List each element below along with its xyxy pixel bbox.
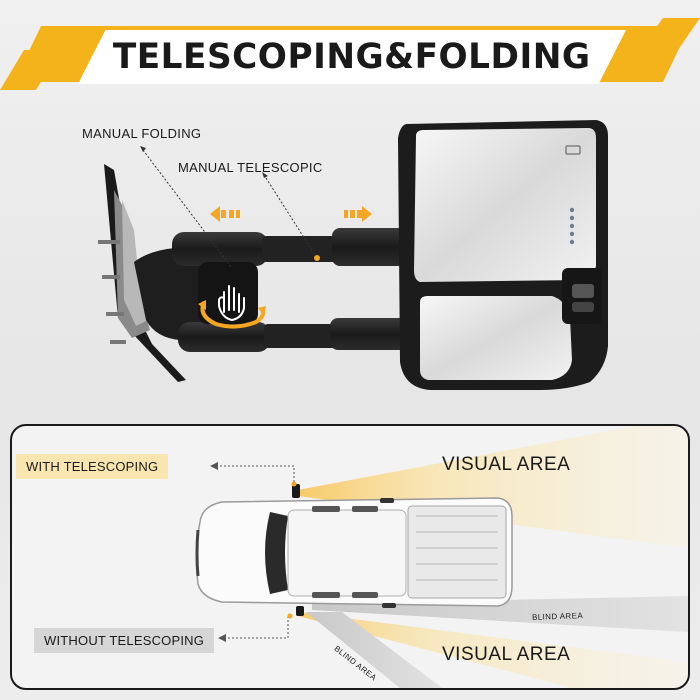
mirror-head	[398, 120, 608, 390]
pickup-truck-top-view	[195, 481, 513, 619]
folding-leader-line	[142, 149, 233, 269]
visual-area-bottom-label: VISUAL AREA	[442, 644, 571, 665]
manual-telescopic-label: MANUAL TELESCOPIC	[178, 160, 323, 175]
manual-folding-label: MANUAL FOLDING	[82, 126, 202, 141]
rotate-icon	[198, 300, 266, 329]
visual-area-top-label: VISUAL AREA	[442, 454, 571, 475]
upper-telescopic-arm	[172, 228, 408, 266]
lower-telescopic-arm	[178, 318, 408, 352]
visual-area-top-beam	[298, 426, 688, 548]
blind-area-left-wedge	[306, 612, 442, 688]
title-banner: TELESCOPING&FOLDING	[78, 30, 626, 84]
blind-area-right-label: BLIND AREA	[531, 611, 584, 622]
visual-area-bottom-beam	[298, 612, 688, 688]
without-telescoping-label: WITHOUT TELESCOPING	[34, 628, 215, 653]
page-title: TELESCOPING&FOLDING	[113, 37, 591, 77]
visibility-diagram	[195, 426, 688, 688]
double-arrow-right-icon	[344, 206, 372, 222]
with-telescoping-label: WITH TELESCOPING	[16, 454, 169, 479]
double-arrow-left-icon	[210, 206, 240, 222]
mirror-illustration	[98, 120, 608, 390]
visibility-comparison-panel: WITH TELESCOPING WITHOUT TELESCOPING VIS…	[10, 424, 690, 690]
hand-icon	[218, 285, 245, 321]
